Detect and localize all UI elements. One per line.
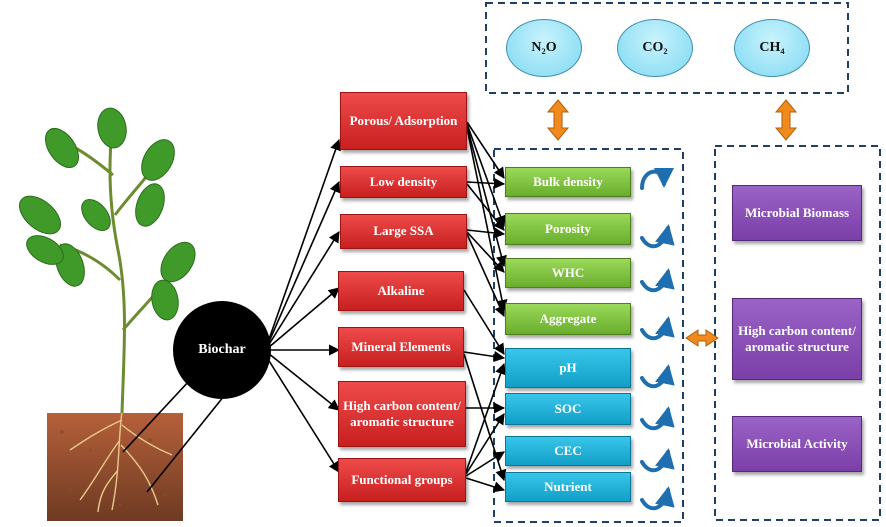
arrow-functional-nutrient [465, 477, 506, 493]
arrow-functional-ph [465, 362, 506, 473]
property-alkaline: Alkaline [338, 271, 464, 311]
property-porous: Porous/ Adsorption [340, 92, 467, 150]
gas-n2o: N₂O [506, 19, 582, 77]
microbial-activity: Microbial Activity [732, 416, 862, 472]
trend-arrow-bulk-decrease [640, 167, 674, 190]
double-arrow-microbe-gas [774, 99, 798, 141]
property-functional-groups: Functional groups [338, 458, 466, 502]
arrow-alkaline-ph [463, 289, 505, 355]
soil-aggregate: Aggregate [505, 303, 631, 335]
arrow-functional-soc [465, 413, 505, 475]
plant-illustration [19, 107, 196, 521]
connector-lines [122, 121, 508, 493]
arrow-lowdensity-bulk [466, 177, 506, 190]
property-low-density: Low density [340, 166, 467, 198]
double-arrow-soil-gas [546, 99, 570, 141]
arrow-biochar-functional [265, 355, 340, 473]
root-to-biochar-line-2 [146, 395, 225, 493]
trend-arrow-aggregate-increase [640, 316, 675, 341]
gas-ch4: CH₄ [734, 19, 810, 77]
arrow-functional-cec [465, 451, 505, 477]
soil-ph: pH [505, 348, 631, 388]
arrow-biochar-alkaline [267, 287, 340, 349]
arrow-porous-aggregate [466, 127, 508, 312]
trend-arrow-nutrient-increase [640, 486, 675, 511]
arrow-porous-porosity [466, 123, 506, 228]
plant-leaves [19, 107, 196, 321]
gases-group-border [485, 2, 849, 94]
soil-cec: CEC [505, 436, 631, 466]
gas-co2: CO₂ [617, 19, 693, 77]
arrow-ssa-whc [466, 231, 505, 273]
double-arrow-soil-microbe [685, 329, 719, 347]
soil-bulk-density: Bulk density [505, 167, 631, 197]
plant-roots [69, 411, 173, 513]
soil-nutrient: Nutrient [505, 472, 631, 502]
arrow-porous-bulk [466, 121, 505, 179]
arrow-biochar-lowdensity [267, 180, 341, 345]
soil-porosity: Porosity [505, 213, 631, 245]
soil-soc: SOC [505, 393, 631, 425]
microbial-high-carbon: High carbon content/ aromatic structure [732, 298, 862, 380]
soil-properties-group-border [493, 148, 684, 523]
arrow-biochar-ssa [267, 231, 340, 347]
root-to-biochar-line-1 [122, 379, 191, 453]
trend-arrow-ph-increase [640, 364, 675, 389]
arrow-lowdensity-porosity [466, 183, 505, 231]
trend-arrow-cec-increase [640, 448, 675, 473]
property-large-ssa: Large SSA [340, 214, 467, 249]
microbial-group-border [714, 145, 881, 521]
arrow-mineral-ph [463, 350, 506, 363]
arrow-biochar-highcarbon [267, 352, 340, 411]
trend-arrow-soc-increase [640, 406, 675, 431]
property-high-carbon: High carbon content/ aromatic structure [338, 381, 466, 447]
trend-arrow-porosity-increase [640, 224, 675, 249]
arrow-ssa-porosity [466, 227, 506, 239]
trend-arrows [640, 167, 675, 511]
microbial-biomass: Microbial Biomass [732, 185, 862, 241]
soil-block [47, 413, 183, 521]
arrow-porous-whc [466, 125, 507, 268]
soil-whc: WHC [505, 258, 631, 288]
arrow-biochar-porous [267, 138, 341, 343]
property-mineral-elements: Mineral Elements [338, 327, 464, 367]
trend-arrow-whc-increase [640, 268, 675, 293]
arrow-ssa-aggregate [466, 233, 505, 318]
biochar-node: Biochar [173, 301, 271, 399]
